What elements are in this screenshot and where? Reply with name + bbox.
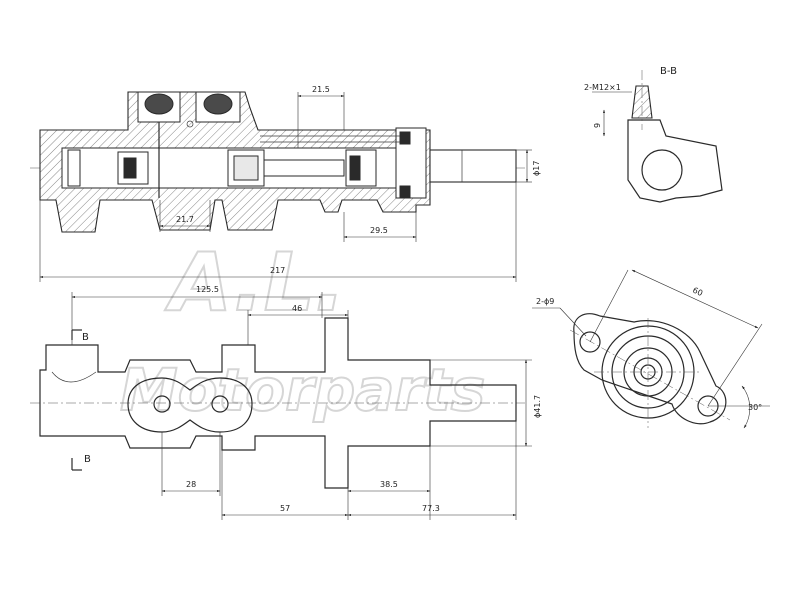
watermark: A.L. Motorparts <box>119 235 486 425</box>
section-mark-bottom: B <box>84 454 91 465</box>
dim-217: 217 <box>270 266 285 275</box>
internal-parts <box>67 127 427 199</box>
flange-outline <box>573 313 727 425</box>
section-mark-top: B <box>82 332 89 343</box>
dim-28: 28 <box>186 480 196 489</box>
plan-view: B B 125.5 46 ϕ41.7 28 38.5 57 <box>30 285 542 520</box>
body-outline <box>39 317 517 489</box>
dim-21-5: 21.5 <box>312 85 330 94</box>
bb-body <box>627 119 723 203</box>
thread-label: 2-M12×1 <box>584 83 621 92</box>
dim-125-5: 125.5 <box>196 285 219 294</box>
dim-60: 60 <box>691 286 704 298</box>
dim-57: 57 <box>280 504 290 513</box>
section-title: B-B <box>660 66 677 77</box>
end-view: 2-ϕ9 60 30° <box>532 269 770 429</box>
dim-phi17: ϕ17 <box>532 161 541 176</box>
hole-label: 2-ϕ9 <box>536 297 554 306</box>
dim-29-5: 29.5 <box>370 226 388 235</box>
sectional-view: 21.5 ϕ17 21.7 29.5 217 <box>30 85 541 282</box>
watermark-line2: Motorparts <box>120 356 485 424</box>
dim-46: 46 <box>292 304 302 313</box>
dim-77-3: 77.3 <box>422 504 440 513</box>
dim-30-deg: 30° <box>748 403 762 412</box>
dim-21-7: 21.7 <box>176 215 194 224</box>
dim-phi41-7: ϕ41.7 <box>533 395 542 418</box>
port-seals <box>137 91 241 198</box>
dim-9: 9 <box>593 123 602 128</box>
dim-38-5: 38.5 <box>380 480 398 489</box>
section-bb: B-B 2-M12×1 9 <box>584 66 723 203</box>
